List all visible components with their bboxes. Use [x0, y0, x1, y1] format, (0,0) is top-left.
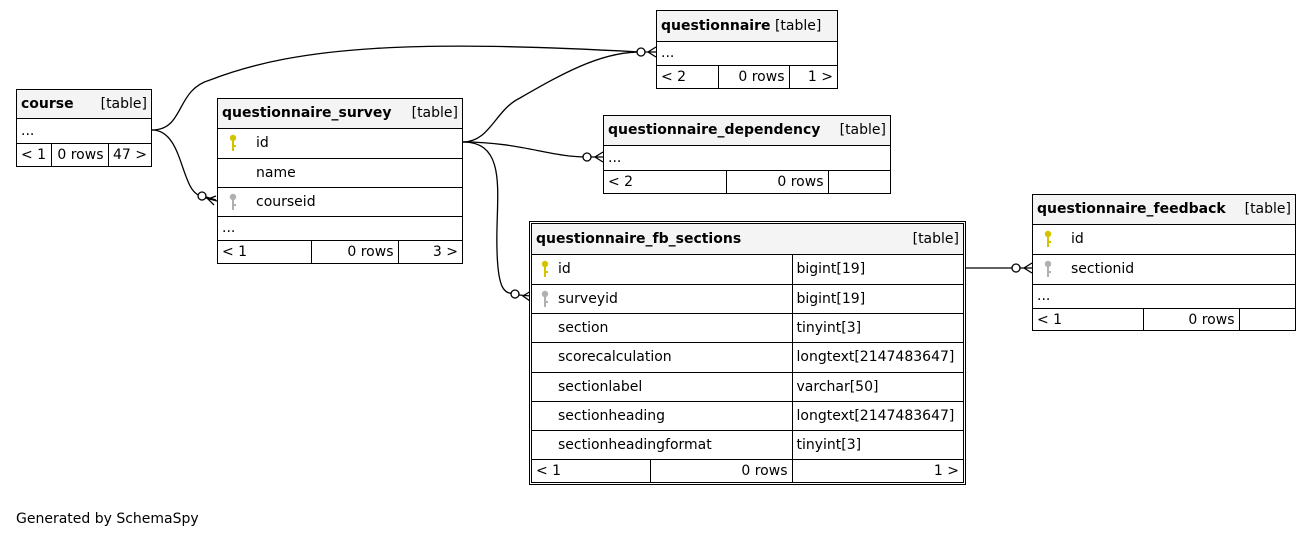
column-name: scorecalculation	[558, 349, 672, 365]
column-row[interactable]: surveyid	[532, 283, 793, 314]
edge-course-survey	[151, 129, 217, 201]
foreign-key-icon	[229, 193, 237, 210]
column-name: sectionheadingformat	[558, 436, 712, 453]
prev-link[interactable]: < 1	[218, 239, 312, 263]
row-count: 0 rows	[725, 169, 829, 193]
column-type: bigint[19]	[791, 283, 963, 314]
edge-survey-questionnaire	[462, 51, 641, 143]
column-row[interactable]: scorecalculation	[532, 341, 793, 373]
next-link[interactable]: 3 >	[397, 239, 462, 263]
edge-course-questionnaire	[151, 45, 641, 131]
column-type: varchar[50]	[791, 371, 963, 402]
row-count: 0 rows	[649, 458, 793, 482]
table-name: questionnaire_dependency	[608, 122, 821, 139]
table-type: [table]	[912, 230, 959, 247]
column-row[interactable]: sectionheading	[532, 400, 793, 431]
table-questionnaire-feedback[interactable]: questionnaire_feedback [table] id section…	[1032, 194, 1296, 331]
crow-foot-questionnaire	[645, 46, 657, 58]
edge-survey-dependency	[462, 141, 588, 158]
table-name: questionnaire_fb_sections	[536, 230, 742, 247]
next-link[interactable]	[827, 169, 890, 193]
zero-marker-feedback	[1011, 263, 1021, 273]
zero-marker-dependency	[582, 152, 592, 162]
ellipsis-row: ...	[17, 117, 151, 144]
column-type: longtext[2147483647]	[791, 341, 963, 373]
primary-key-icon	[1044, 230, 1052, 247]
foreign-key-icon	[541, 290, 549, 307]
table-questionnaire[interactable]: questionnaire [table] ... < 2 0 rows 1 >	[656, 10, 838, 89]
column-type: bigint[19]	[791, 253, 963, 285]
column-name: courseid	[256, 193, 316, 210]
column-type: tinyint[3]	[791, 312, 963, 343]
table-questionnaire-fb-sections[interactable]: questionnaire_fb_sections [table] id bigi…	[529, 221, 966, 485]
table-name: questionnaire_survey	[222, 105, 392, 122]
table-name: questionnaire_feedback	[1037, 201, 1226, 218]
column-row[interactable]: courseid	[218, 186, 462, 217]
prev-link[interactable]: < 1	[532, 458, 651, 482]
next-link[interactable]: 1 >	[788, 64, 837, 88]
column-name: section	[558, 319, 609, 336]
column-name: surveyid	[558, 290, 618, 307]
table-questionnaire-survey[interactable]: questionnaire_survey [table] id name cour…	[217, 98, 463, 264]
column-name: id	[558, 261, 571, 277]
zero-marker-survey	[197, 191, 207, 201]
prev-link[interactable]: < 2	[604, 169, 727, 193]
next-link[interactable]: 47 >	[107, 142, 151, 166]
column-row[interactable]: id	[1033, 223, 1295, 255]
column-row[interactable]: sectionheadingformat	[532, 429, 793, 460]
primary-key-icon	[229, 134, 237, 151]
generated-by-footer: Generated by SchemaSpy	[16, 511, 199, 527]
table-type: [table]	[100, 95, 147, 112]
column-name: name	[256, 164, 296, 181]
ellipsis-row: ...	[604, 144, 890, 171]
column-name: sectionheading	[558, 407, 666, 424]
next-link[interactable]: 1 >	[791, 458, 963, 482]
table-name: course	[21, 95, 74, 112]
row-count: 0 rows	[50, 142, 109, 166]
table-type: [table]	[411, 105, 458, 122]
column-name: sectionid	[1071, 261, 1135, 277]
column-row[interactable]: id	[532, 253, 793, 285]
table-type: [table]	[774, 17, 822, 34]
row-count: 0 rows	[1142, 307, 1240, 331]
zero-marker-fbsections	[510, 289, 520, 299]
column-name: sectionlabel	[558, 378, 643, 395]
edge-survey-fbsections	[462, 141, 516, 295]
column-row[interactable]: id	[218, 127, 462, 159]
primary-key-icon	[541, 260, 549, 277]
prev-link[interactable]: < 1	[1033, 307, 1144, 331]
crow-foot-feedback	[1020, 262, 1033, 274]
column-row[interactable]: section	[532, 312, 793, 343]
column-name: id	[1071, 231, 1084, 247]
prev-link[interactable]: < 1	[17, 142, 52, 166]
column-type: longtext[2147483647]	[791, 400, 963, 431]
ellipsis-row: ...	[1033, 283, 1295, 309]
table-type: [table]	[839, 122, 886, 139]
crow-foot-survey	[205, 195, 218, 206]
column-row[interactable]: sectionlabel	[532, 371, 793, 402]
table-questionnaire-dependency[interactable]: questionnaire_dependency[table] ... < 2 …	[603, 115, 891, 194]
row-count: 0 rows	[310, 239, 399, 263]
ellipsis-row: ...	[218, 215, 462, 241]
prev-link[interactable]: < 2	[657, 64, 719, 88]
column-type: tinyint[3]	[791, 429, 963, 460]
foreign-key-icon	[1044, 260, 1052, 277]
crow-foot-dependency	[591, 151, 604, 163]
table-course[interactable]: course [table] ... < 1 0 rows 47 >	[16, 89, 152, 167]
table-type: [table]	[1244, 201, 1291, 218]
column-row[interactable]: name	[218, 157, 462, 188]
column-row[interactable]: sectionid	[1033, 253, 1295, 285]
zero-marker-questionnaire	[636, 47, 646, 57]
ellipsis-row: ...	[657, 40, 837, 66]
table-name: questionnaire	[661, 17, 771, 34]
row-count: 0 rows	[717, 64, 790, 88]
next-link[interactable]	[1238, 307, 1295, 331]
column-name: id	[256, 135, 269, 151]
